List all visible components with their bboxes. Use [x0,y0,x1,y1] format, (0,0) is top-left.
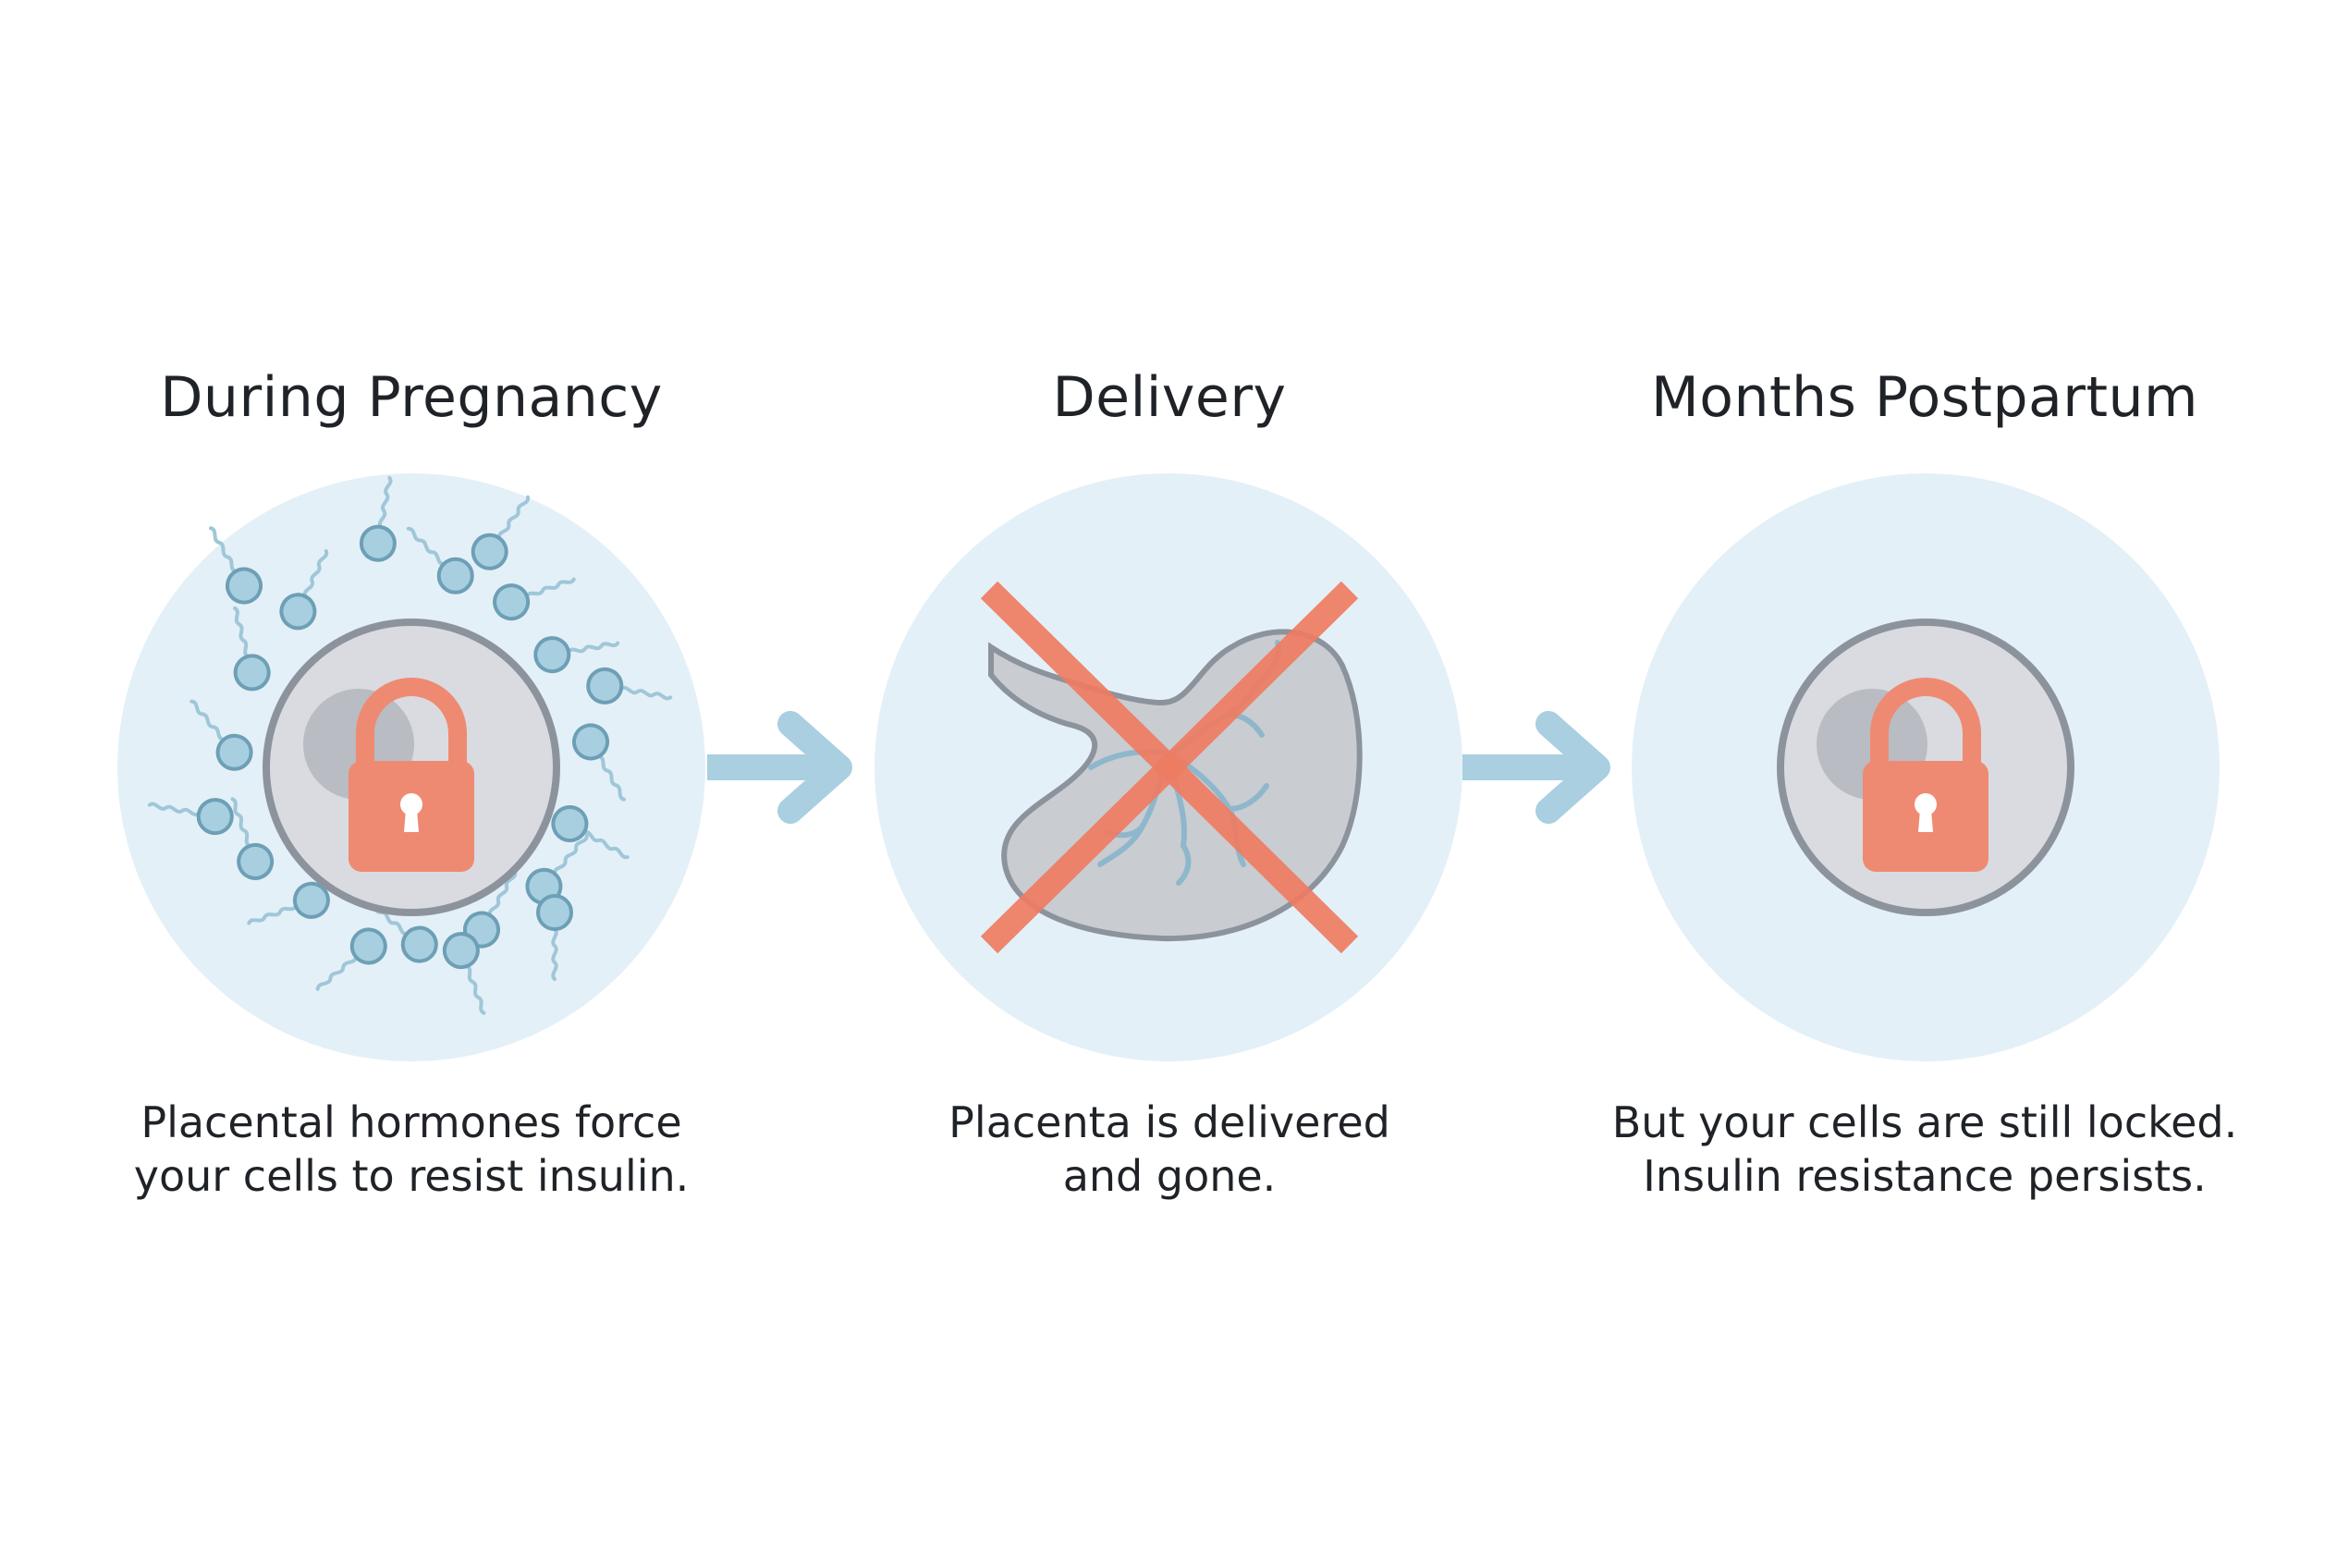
stage-postpartum-illustration [1632,473,2220,1061]
stage-pregnancy-illustration [117,472,705,1061]
stage-title-delivery: Delivery [1052,365,1287,430]
caption-line: But your cells are still locked. [1611,1097,2238,1147]
caption-line: Placenta is delivered [948,1097,1390,1147]
caption-line: Insulin resistance persists. [1643,1151,2207,1201]
arrow-right-icon [1462,711,1610,824]
cross-out-icon [980,581,1359,954]
stage-caption-postpartum: But your cells are still locked. Insulin… [1555,1096,2294,1203]
stage-title-pregnancy: During Pregnancy [160,365,663,430]
caption-line: Placental hormones force [141,1097,682,1147]
caption-line: your cells to resist insulin. [133,1151,690,1201]
stage-caption-pregnancy: Placental hormones force your cells to r… [42,1096,781,1203]
stage-title-postpartum: Months Postpartum [1651,365,2198,430]
stage-caption-delivery: Placenta is delivered and gone. [800,1096,1539,1203]
caption-line: and gone. [1062,1151,1277,1201]
stage-delivery-illustration [875,473,1462,1061]
arrow-right-icon [707,711,852,824]
